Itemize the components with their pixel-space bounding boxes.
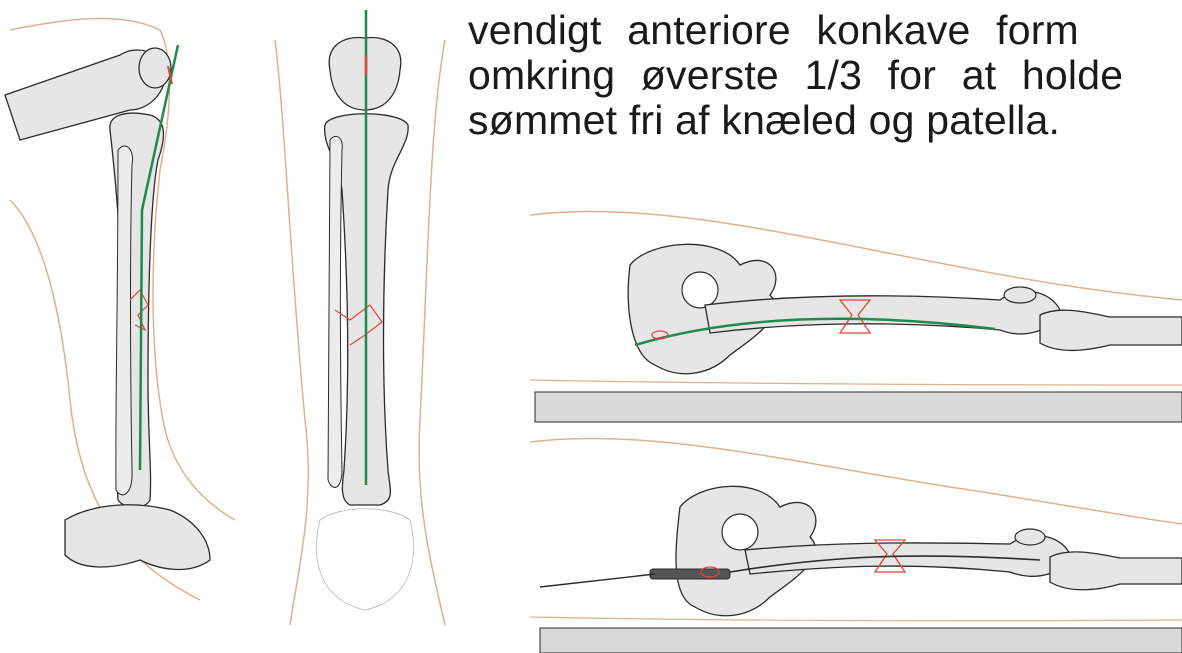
leg-skin-left	[275, 40, 308, 625]
body-skin-outline-bottom	[530, 438, 1182, 524]
acetabulum-top	[682, 272, 718, 308]
ankle-ap	[316, 509, 413, 610]
acetabulum-bottom	[722, 514, 758, 550]
operating-table-top	[535, 392, 1182, 422]
foot-lateral	[65, 505, 210, 570]
paragraph-text: vendigt anteriore konkave form omkring ø…	[468, 8, 1182, 143]
patella-top	[1004, 287, 1036, 303]
fibula-lateral	[116, 146, 133, 495]
paragraph-line-2: omkring øverste 1/3 for at holde	[468, 53, 1182, 98]
patella-lateral	[139, 48, 171, 88]
tibia-bottom	[1050, 552, 1182, 590]
operating-table-bottom	[540, 628, 1182, 653]
patella-bottom	[1015, 529, 1045, 545]
paragraph-line-1: vendigt anteriore konkave form	[468, 8, 1182, 53]
femur-nail-guidewire-illustration	[530, 205, 1182, 425]
body-skin-lower-top	[530, 380, 1182, 385]
femur-nail-inserted-illustration	[530, 432, 1182, 653]
body-skin-lower-bottom	[530, 617, 1182, 621]
tibia-ap-illustration	[270, 0, 460, 630]
paragraph-line-3: sømmet fri af knæled og patella.	[468, 98, 1182, 143]
tibia-lateral-illustration	[0, 0, 240, 630]
tibia-top	[1040, 310, 1182, 350]
fibula-ap	[328, 136, 342, 487]
guidewire-bottom	[540, 574, 655, 587]
leg-skin-right	[419, 40, 445, 625]
